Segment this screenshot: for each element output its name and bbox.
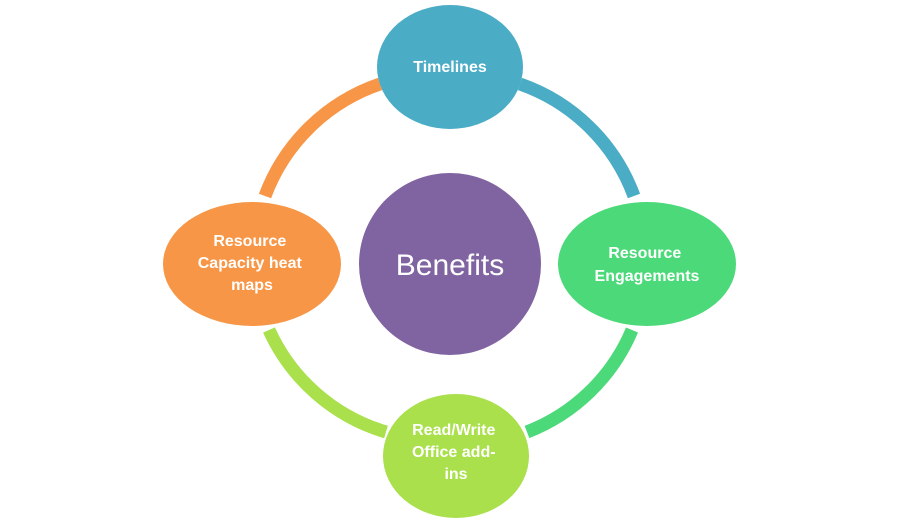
arc-timelines-to-engagements	[517, 77, 641, 199]
node-read-write-office-add-ins: Read/Write Office add- ins	[383, 394, 529, 518]
center-node: Benefits	[359, 173, 541, 355]
node-office-addins-line-3: ins	[444, 466, 467, 483]
node-resource-engagements-line-1: Resource	[608, 245, 681, 262]
node-office-addins-line-1: Read/Write	[412, 422, 495, 439]
node-resource-capacity-heat-maps: Resource Capacity heat maps	[163, 202, 341, 326]
node-read-write-office-add-ins-circle	[383, 394, 529, 518]
node-timelines-circle	[377, 5, 523, 129]
node-resource-engagements: Resource Engagements	[558, 202, 736, 326]
node-resource-capacity-heat-maps-circle	[163, 202, 341, 326]
node-resource-engagements-line-2: Engagements	[595, 268, 700, 285]
node-timelines-label: Timelines	[413, 59, 487, 76]
node-resource-engagements-circle	[558, 202, 736, 326]
node-office-addins-line-2: Office add-	[412, 444, 496, 461]
node-heat-maps-line-1: Resource	[213, 233, 286, 250]
node-timelines-line-1: Timelines	[413, 59, 487, 76]
node-read-write-office-add-ins-label: Read/Write Office add- ins	[412, 422, 500, 483]
node-resource-engagements-label: Resource Engagements	[595, 245, 700, 285]
center-circle	[359, 173, 541, 355]
node-heat-maps-line-3: maps	[231, 277, 273, 294]
node-heat-maps-line-2: Capacity heat	[198, 255, 303, 272]
node-timelines: Timelines	[377, 5, 523, 129]
arc-heat-maps-to-timelines	[258, 77, 383, 199]
center-label: Benefits	[396, 249, 504, 282]
node-resource-capacity-heat-maps-label: Resource Capacity heat maps	[198, 233, 307, 294]
arc-office-addins-to-heat-maps	[263, 327, 388, 439]
arc-engagements-to-office-addins	[524, 327, 638, 439]
cycle-ring	[258, 77, 641, 439]
